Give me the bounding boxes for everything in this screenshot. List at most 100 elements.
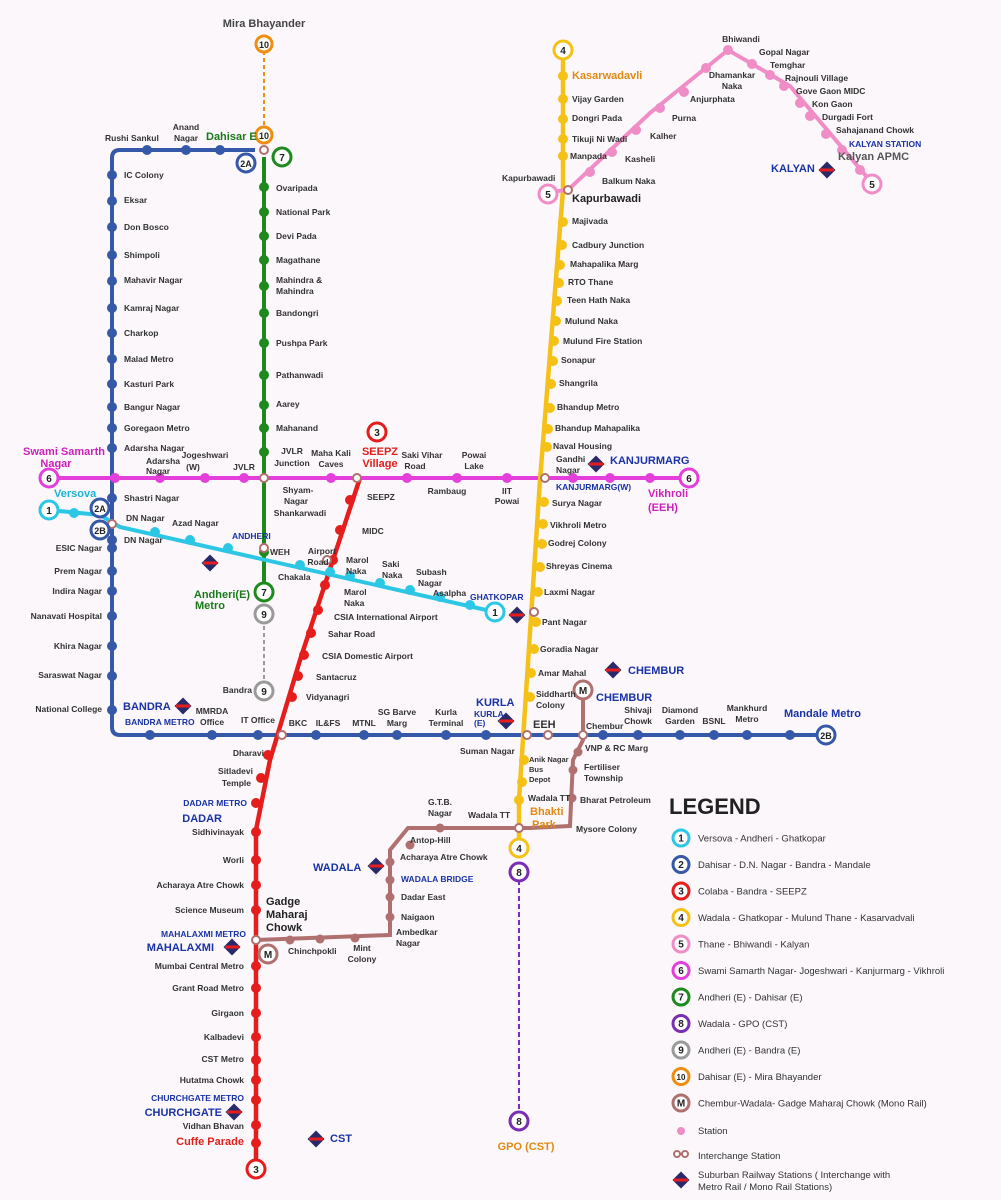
station-dot [542,442,552,452]
svg-text:Santacruz: Santacruz [316,672,357,682]
svg-text:Mint: Mint [353,943,371,953]
svg-text:Mulund Fire Station: Mulund Fire Station [563,336,642,346]
svg-text:Worli: Worli [223,855,244,865]
station-dot [107,402,117,412]
svg-text:CHURCHGATE METRO: CHURCHGATE METRO [151,1093,244,1103]
svg-text:2A: 2A [240,159,252,169]
station-dot [253,730,263,740]
svg-text:CST: CST [330,1133,352,1145]
svg-text:Nagar: Nagar [40,458,72,470]
legend-badge-label: 8 [678,1019,684,1030]
svg-text:DADAR METRO: DADAR METRO [183,798,247,808]
svg-text:Indira Nagar: Indira Nagar [52,586,102,596]
svg-text:Chowk: Chowk [266,922,303,934]
station-dot [107,276,117,286]
svg-text:CHEMBUR: CHEMBUR [628,665,684,677]
svg-text:Gandhi: Gandhi [556,454,585,464]
svg-text:Acharaya Atre Chowk: Acharaya Atre Chowk [400,852,488,862]
station-dot [805,111,815,121]
station-dot [598,730,608,740]
station-dot [251,798,261,808]
route-badges: 10 10 2A 7 7 9 9 6 6 1 2A 2B 1 3 3 4 4 5… [38,34,883,1180]
svg-text:1: 1 [492,608,498,619]
svg-text:8: 8 [516,1117,522,1128]
svg-text:Bhandup Mahapalika: Bhandup Mahapalika [555,423,640,433]
svg-text:KURLA: KURLA [476,697,515,709]
station-dot [385,875,395,885]
station-dot [709,730,719,740]
station-dot [251,961,261,971]
svg-text:Khira Nagar: Khira Nagar [54,641,103,651]
legend-badge-label: 9 [678,1046,684,1057]
station-dot [765,70,775,80]
label-pushpa-park: Pushpa Park [276,338,328,348]
svg-text:SEEPZ: SEEPZ [367,492,395,502]
svg-text:Pant Nagar: Pant Nagar [542,617,588,627]
label-dahisar-e: Dahisar E [206,131,257,143]
svg-text:(EEH): (EEH) [648,502,678,514]
station-dot [110,473,120,483]
label-mahanand: Mahanand [276,423,318,433]
svg-text:Mulund Naka: Mulund Naka [565,316,618,326]
station-dot [795,98,805,108]
station-dot [107,170,117,180]
legend-badge [671,1014,691,1033]
station-dot [107,222,117,232]
svg-text:National College: National College [35,704,102,714]
interchange-dot [322,555,332,565]
station-dot [259,308,269,318]
svg-text:4: 4 [516,844,522,855]
station-dot [675,730,685,740]
legend-item-text: Wadala - GPO (CST) [698,1019,787,1030]
station-dot [567,793,577,803]
station-dot [514,795,524,805]
svg-text:Vijay Garden: Vijay Garden [572,94,624,104]
svg-text:Naka: Naka [722,81,743,91]
svg-text:Girgaon: Girgaon [211,1008,244,1018]
station-dot [452,473,462,483]
station-dot [295,560,305,570]
station-dot [555,260,565,270]
legend-interchange: Interchange Station [698,1151,780,1162]
svg-text:Mahapalika Marg: Mahapalika Marg [570,259,639,269]
station-dot [259,423,269,433]
svg-text:5: 5 [869,180,875,191]
station-dot [345,495,355,505]
svg-text:Marg: Marg [387,718,407,728]
station-dot [605,473,615,483]
svg-text:Jogeshwari: Jogeshwari [182,450,229,460]
svg-text:KANJURMARG(W): KANJURMARG(W) [556,482,631,492]
svg-text:Chakala: Chakala [278,572,311,582]
station-dot [529,644,539,654]
svg-text:MAHALAXMI METRO: MAHALAXMI METRO [161,929,246,939]
svg-text:Cadbury Junction: Cadbury Junction [572,240,644,250]
station-dot [525,692,535,702]
station-dot [315,934,325,944]
station-dot [107,328,117,338]
station-dot [259,182,269,192]
legend-item-text: Andheri (E) - Dahisar (E) [698,993,803,1004]
label-pathanwadi: Pathanwadi [276,370,323,380]
svg-text:Mumbai Central Metro: Mumbai Central Metro [155,961,244,971]
svg-text:Naigaon: Naigaon [401,912,435,922]
station-dot [185,535,195,545]
station-dot [546,379,556,389]
suburban-station-icon [497,712,515,730]
svg-text:Kon Gaon: Kon Gaon [812,99,853,109]
station-dot [256,773,266,783]
svg-text:9: 9 [261,610,267,621]
svg-text:CHEMBUR: CHEMBUR [596,692,652,704]
station-dot [326,473,336,483]
station-dot [385,892,395,902]
svg-text:Grant Road Metro: Grant Road Metro [172,983,244,993]
station-dot [631,125,641,135]
legend-badge [671,908,691,927]
station-dot [502,473,512,483]
station-dot [107,443,117,453]
station-dot [385,912,395,922]
legend-suburban-2: Metro Rail / Mono Rail Stations) [698,1182,832,1193]
station-dot [155,473,165,483]
svg-text:3: 3 [374,428,380,439]
svg-text:10: 10 [259,40,269,50]
svg-text:Naka: Naka [382,570,403,580]
